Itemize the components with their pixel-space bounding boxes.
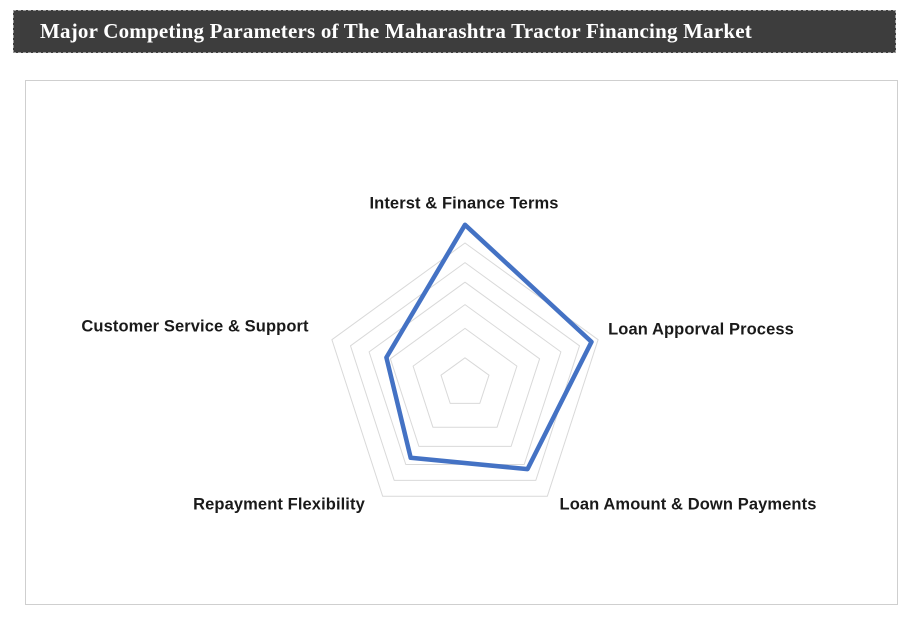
radar-grid-ring [368, 281, 562, 465]
radar-grid-ring [331, 242, 599, 497]
axis-label-loan-amount-down-payments: Loan Amount & Down Payments [559, 495, 817, 514]
radar-grid-ring [389, 304, 541, 447]
radar-grid-ring [412, 327, 518, 428]
axis-label-loan-approval-process: Loan Apporval Process [608, 320, 794, 339]
radar-grid-ring [350, 262, 580, 481]
axis-label-repayment-flexibility: Repayment Flexibility [193, 495, 365, 514]
axis-label-customer-service-support: Customer Service & Support [81, 317, 309, 336]
radar-grid-ring [440, 357, 490, 404]
header-bar: Major Competing Parameters of The Mahara… [13, 10, 896, 53]
axis-label-interest-finance-terms: Interst & Finance Terms [369, 194, 559, 213]
page-title: Major Competing Parameters of The Mahara… [40, 19, 752, 43]
radar-data-polygon [384, 222, 594, 472]
chart-card [25, 80, 898, 605]
